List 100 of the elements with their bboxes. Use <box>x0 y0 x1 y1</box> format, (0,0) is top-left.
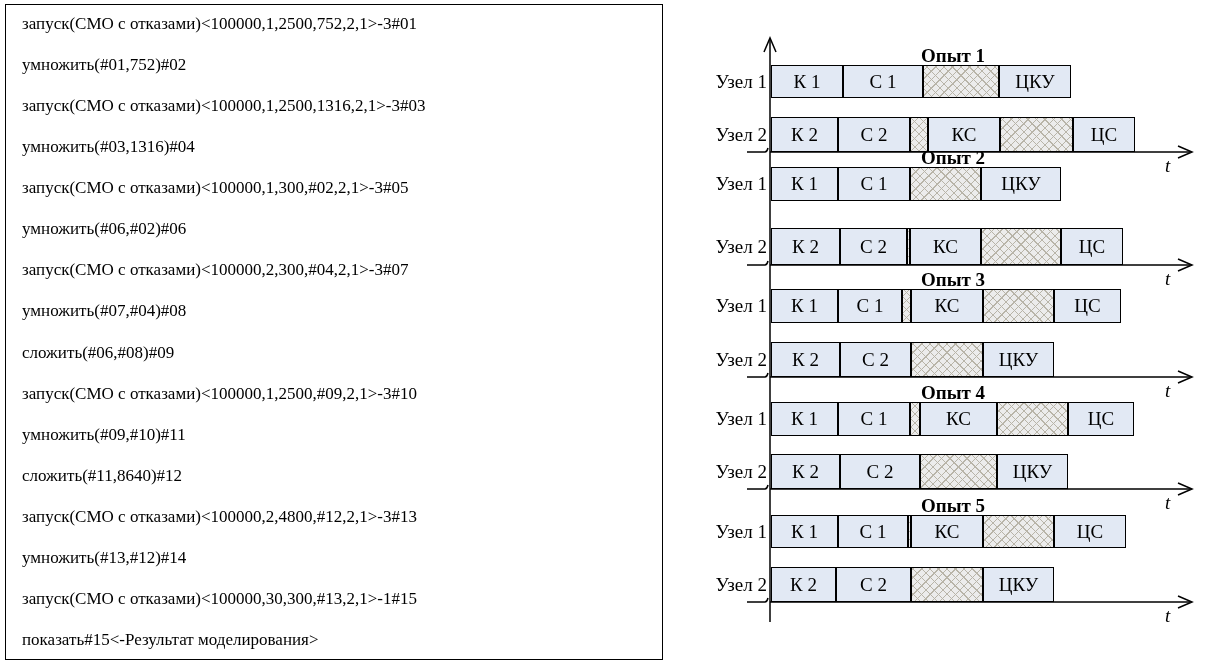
timeline-block <box>928 117 1000 152</box>
timeline-block <box>911 289 983 323</box>
block-label: К 2 <box>792 235 819 258</box>
timeline-block <box>1061 228 1123 265</box>
block-label: К 2 <box>790 573 817 596</box>
code-line: умножить(#13,#12)#14 <box>22 546 188 569</box>
hatched-idle-block <box>981 228 1061 265</box>
hatched-idle-block <box>910 167 981 201</box>
node-label: Узел 1 <box>715 174 767 194</box>
block-label: С 2 <box>860 573 887 596</box>
node-label: Узел 2 <box>715 461 767 482</box>
timeline-block <box>840 342 911 377</box>
node-label: Узел 1 <box>715 521 767 542</box>
experiment-title: Опыт 3 <box>920 270 986 290</box>
node-label: Узел 1 <box>715 409 767 429</box>
timeline-block <box>771 454 840 489</box>
block-label: С 2 <box>860 123 888 146</box>
node-label: Узел 1 <box>715 296 767 316</box>
timeline-block <box>1068 402 1134 436</box>
hatched-idle-block <box>910 402 920 436</box>
timeline-block <box>771 289 838 323</box>
axis-label: t <box>1165 606 1171 626</box>
block-label: ЦС <box>1078 235 1106 258</box>
block-label: С 1 <box>860 173 888 195</box>
timeline-block <box>836 567 911 602</box>
timeline-block <box>838 402 910 436</box>
code-line: запуск(СМО с отказами)<100000,30,300,#13,2,1>-1#15 <box>22 587 418 610</box>
code-panel <box>5 4 663 660</box>
node-label: Узел 1 <box>715 71 767 92</box>
block-label: КС <box>946 408 971 430</box>
block-label: ЦКУ <box>1015 70 1055 93</box>
block-label: КС <box>933 235 958 258</box>
code-line: умножить(#09,#10)#11 <box>22 423 187 446</box>
axis-label: t <box>1165 493 1171 513</box>
code-line: запуск(СМО с отказами)<100000,2,300,#04,2,1>-3#07 <box>22 259 410 282</box>
timeline-block <box>838 117 910 152</box>
timeline-block <box>1054 289 1121 323</box>
node-label: Узел 2 <box>715 124 767 145</box>
block-label: К 1 <box>791 520 818 543</box>
node-label: Узел 2 <box>715 349 767 370</box>
hatched-idle-block <box>997 402 1068 436</box>
timeline-block <box>771 515 838 548</box>
timeline-block <box>843 65 923 98</box>
hatched-idle-block <box>908 515 911 548</box>
code-line: запуск(СМО с отказами)<100000,1,300,#02,2,1>-3#05 <box>22 177 410 200</box>
block-label: К 1 <box>791 408 818 430</box>
code-line: умножить(#01,752)#02 <box>22 54 188 77</box>
block-label: ЦКУ <box>1001 173 1041 195</box>
code-line: показать#15<-Результат моделирования> <box>22 628 320 651</box>
timeline-block <box>983 567 1054 602</box>
block-label: С 2 <box>862 348 889 371</box>
block-label: С 1 <box>869 70 897 93</box>
timeline-block <box>771 167 838 201</box>
block-label: ЦС <box>1076 520 1104 543</box>
timeline-block <box>840 454 920 489</box>
block-label: ЦКУ <box>1012 460 1053 483</box>
block-label: ЦКУ <box>998 573 1039 596</box>
timeline-block <box>771 117 838 152</box>
hatched-idle-block <box>983 515 1054 548</box>
code-line: умножить(#03,1316)#04 <box>22 136 196 159</box>
timeline-block <box>1073 117 1135 152</box>
code-line: запуск(СМО с отказами)<100000,1,2500,#09,2,1>-3#10 <box>22 382 418 405</box>
hatched-idle-block <box>907 228 910 265</box>
block-label: С 2 <box>860 235 887 258</box>
timeline-block <box>983 342 1054 377</box>
block-label: К 2 <box>792 460 819 483</box>
experiment-title: Опыт 1 <box>920 46 986 66</box>
code-line: запуск(СМО с отказами)<100000,1,2500,1316,2,1>-3#03 <box>22 95 427 118</box>
code-line: умножить(#07,#04)#08 <box>22 300 188 323</box>
timeline-block <box>910 228 981 265</box>
timeline-block <box>838 289 902 323</box>
timeline-block <box>771 65 843 98</box>
hatched-idle-block <box>911 567 983 602</box>
timeline-block <box>771 228 840 265</box>
timeline-block <box>771 402 838 436</box>
block-label: ЦС <box>1087 408 1115 430</box>
axis-label: t <box>1165 269 1171 289</box>
block-label: К 1 <box>791 295 818 317</box>
timeline-block <box>840 228 907 265</box>
hatched-idle-block <box>911 342 983 377</box>
timeline-block <box>838 167 910 201</box>
axis-label: t <box>1165 381 1171 401</box>
hatched-idle-block <box>923 65 999 98</box>
block-label: К 1 <box>791 173 818 195</box>
block-label: С 1 <box>860 408 888 430</box>
block-label: ЦКУ <box>998 348 1039 371</box>
timeline-block <box>981 167 1061 201</box>
hatched-idle-block <box>1000 117 1073 152</box>
code-line: сложить(#06,#08)#09 <box>22 341 176 364</box>
node-label: Узел 2 <box>715 574 767 595</box>
block-label: К 1 <box>793 70 821 93</box>
timeline-block <box>771 567 836 602</box>
block-label: КС <box>934 295 960 317</box>
block-label: К 2 <box>792 348 819 371</box>
timeline-block <box>838 515 908 548</box>
block-label: КС <box>934 520 960 543</box>
hatched-idle-block <box>902 289 911 323</box>
code-line: запуск(СМО с отказами)<100000,1,2500,752,2,1>-3#01 <box>22 13 418 35</box>
timeline-block <box>999 65 1071 98</box>
experiment-title: Опыт 5 <box>920 496 986 516</box>
